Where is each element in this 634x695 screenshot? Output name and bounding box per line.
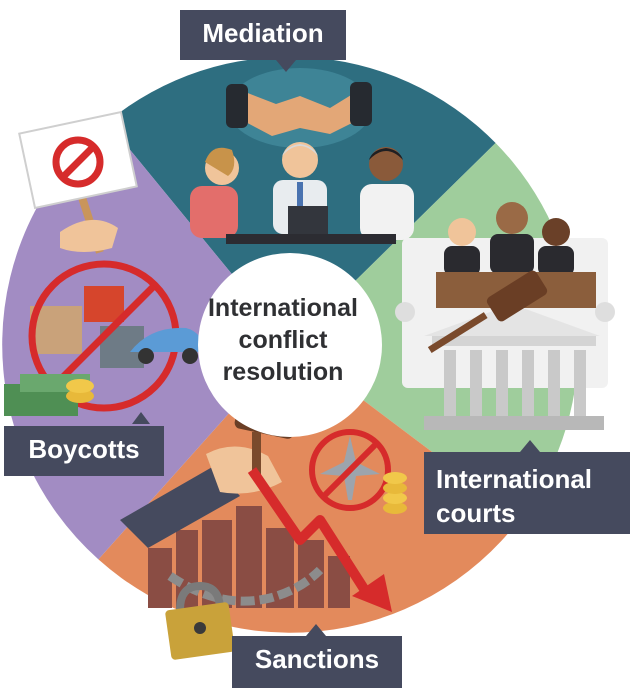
laptop-icon (226, 206, 396, 244)
center-title-line-3: resolution (222, 358, 344, 386)
center-circle (198, 253, 382, 437)
no-sign-placard-icon (18, 110, 138, 254)
woman-icon (190, 147, 239, 238)
boycotts-label: Boycotts (4, 426, 164, 476)
courts-label-line-2: courts (436, 498, 516, 528)
man-icon (360, 147, 414, 240)
mediation-label-pointer (276, 60, 296, 72)
mediation-label: Mediation (180, 10, 346, 60)
chain-icon (167, 566, 324, 606)
courts-label-pointer (520, 440, 540, 452)
boycotts-label-pointer (132, 412, 150, 424)
padlock-icon (165, 581, 235, 660)
center-title: International conflict resolution (190, 292, 376, 388)
courts-label-line-1: International (436, 464, 593, 494)
car-icon (130, 327, 206, 364)
sanctions-label: Sanctions (232, 636, 402, 688)
center-title-line-2: conflict (238, 326, 328, 354)
international-courts-label: International courts (424, 452, 630, 534)
money-stack-icon (4, 374, 94, 416)
sanctions-label-pointer (306, 624, 326, 636)
coins-icon (383, 472, 407, 514)
falling-arrow-icon (247, 467, 392, 612)
gavel-icon (427, 270, 548, 354)
center-title-line-1: International (207, 294, 358, 322)
judges-icon (444, 202, 574, 276)
no-planes-icon (309, 429, 391, 511)
handshake-icon (226, 68, 372, 148)
